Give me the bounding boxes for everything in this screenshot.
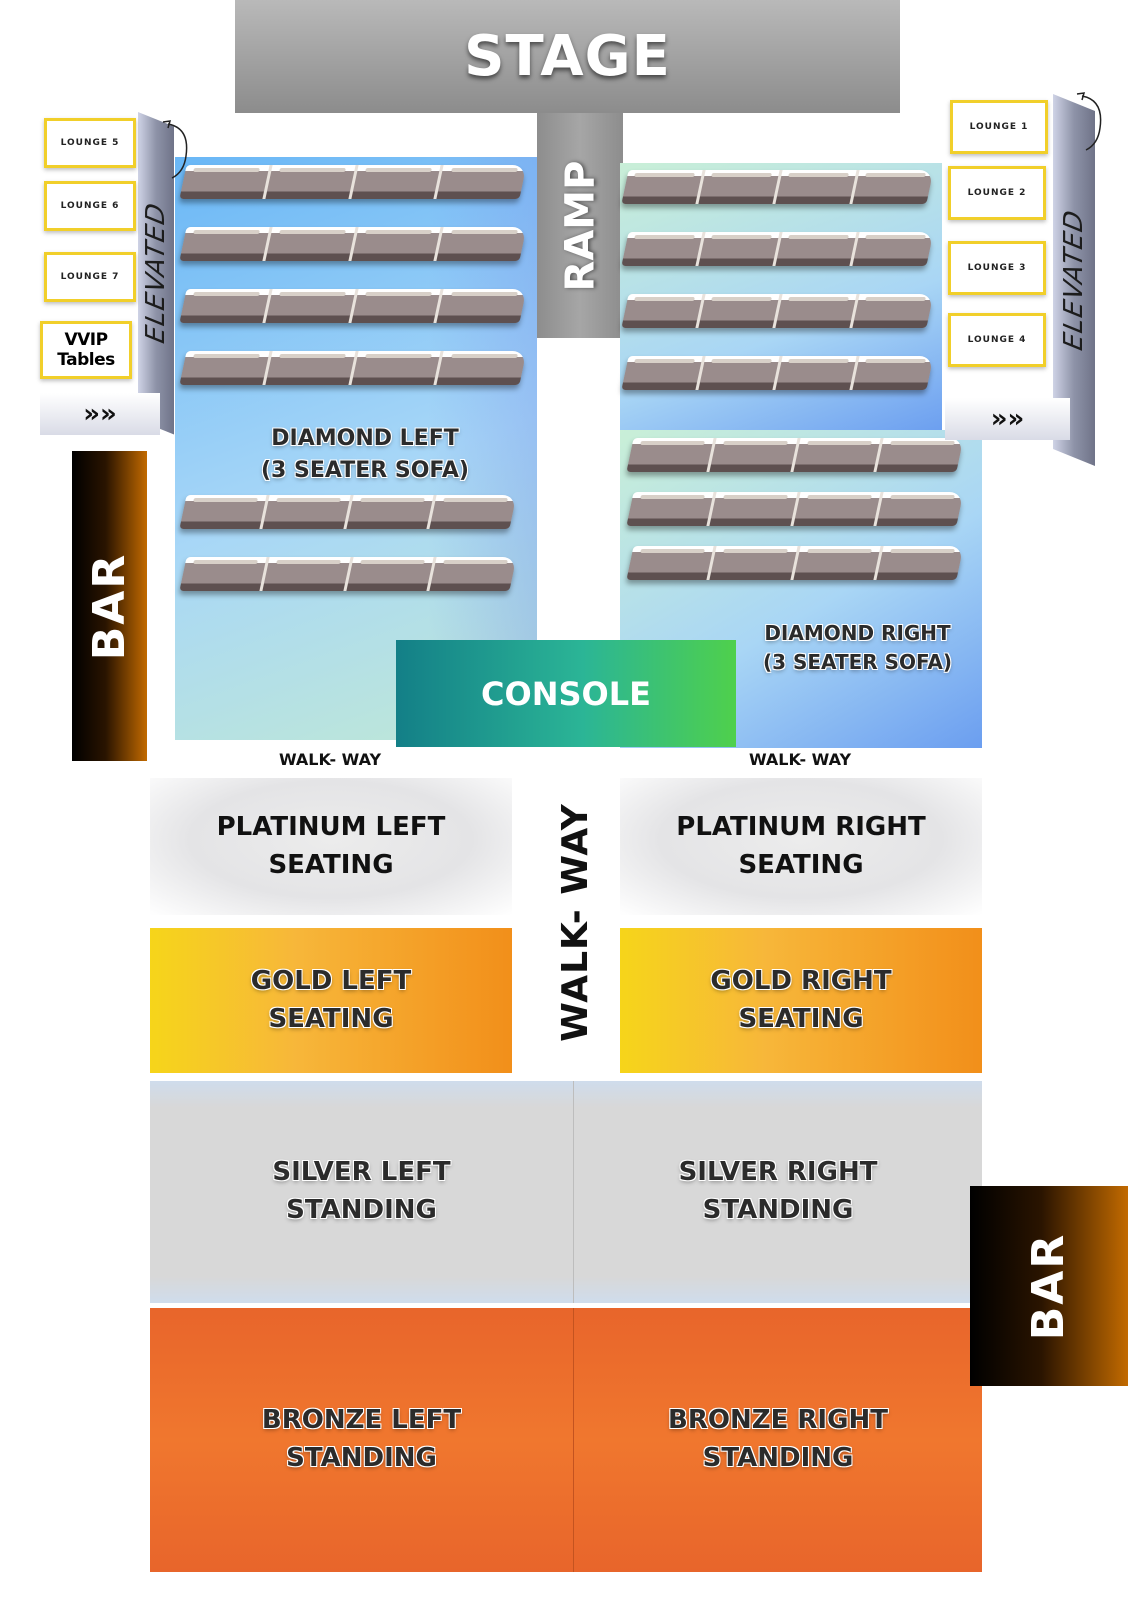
sofa-row — [621, 294, 934, 328]
sofa-row — [179, 165, 527, 199]
silver-right-label-line2: STANDING — [702, 1195, 854, 1225]
sofa-row — [626, 438, 964, 472]
diamond-right-sofa-rows-bottom — [626, 438, 964, 580]
walkway-center: WALK- WAY — [515, 775, 635, 1070]
sofa-row — [179, 289, 527, 323]
diamond-left-sofa-rows-top — [179, 165, 527, 385]
gold-right-label-line1: GOLD RIGHT — [710, 965, 892, 996]
gold-left-label-line1: GOLD LEFT — [250, 965, 412, 996]
bronze-left-zone[interactable]: BRONZE LEFT STANDING — [150, 1308, 574, 1572]
silver-left-label-line2: STANDING — [286, 1195, 437, 1225]
diamond-left-label-line2: (3 SEATER SOFA) — [261, 458, 469, 483]
console-label: CONSOLE — [481, 674, 651, 713]
lounge-1[interactable]: LOUNGE 1 — [950, 100, 1048, 154]
elevated-left-label: ELEVATED — [141, 197, 171, 350]
elevated-left-foot: »» — [40, 393, 160, 435]
platinum-left-label-line1: PLATINUM LEFT — [216, 811, 446, 842]
sofa-row — [179, 227, 527, 261]
gold-left-label-line2: SEATING — [268, 1003, 394, 1034]
lounge-4[interactable]: LOUNGE 4 — [948, 313, 1046, 367]
gold-right-zone[interactable]: GOLD RIGHT SEATING — [620, 928, 982, 1073]
platinum-right-label-line1: PLATINUM RIGHT — [676, 811, 926, 842]
ramp: RAMP — [537, 113, 623, 338]
diamond-right-sofa-rows-top — [621, 170, 934, 390]
sofa-row — [621, 356, 934, 390]
sofa-row — [179, 557, 517, 591]
sofa-row — [626, 546, 964, 580]
ramp-label: RAMP — [557, 160, 604, 291]
lounge-2[interactable]: LOUNGE 2 — [948, 166, 1046, 220]
silver-right-zone[interactable]: SILVER RIGHT STANDING — [574, 1081, 982, 1303]
bar-left[interactable]: BAR — [72, 451, 147, 761]
bar-right[interactable]: BAR — [970, 1186, 1128, 1386]
walkway-left-label: WALK- WAY — [230, 748, 430, 770]
vvip-tables-label: VVIP Tables — [57, 330, 115, 370]
platinum-left-label-line2: SEATING — [268, 849, 394, 880]
bronze-right-label-line1: BRONZE RIGHT — [668, 1405, 888, 1436]
platinum-left-zone[interactable]: PLATINUM LEFT SEATING — [150, 778, 512, 915]
lounge-3[interactable]: LOUNGE 3 — [948, 241, 1046, 295]
walkway-center-label: WALK- WAY — [554, 803, 596, 1042]
lounge-4-label: LOUNGE 4 — [967, 335, 1027, 345]
lounge-5-label: LOUNGE 5 — [60, 138, 120, 148]
sofa-row — [179, 351, 527, 385]
diamond-right-label-line1: DIAMOND RIGHT — [764, 620, 951, 645]
platinum-right-label-line2: SEATING — [738, 849, 864, 880]
lounge-3-label: LOUNGE 3 — [967, 263, 1027, 273]
lounge-7[interactable]: LOUNGE 7 — [44, 252, 136, 302]
bronze-left-label-line1: BRONZE LEFT — [261, 1405, 462, 1436]
gold-left-zone[interactable]: GOLD LEFT SEATING — [150, 928, 512, 1073]
lounge-6-label: LOUNGE 6 — [60, 201, 120, 211]
gold-right-label-line2: SEATING — [738, 1003, 864, 1034]
walkway-left-text: WALK- WAY — [278, 749, 382, 769]
diamond-left-label-line1: DIAMOND LEFT — [271, 426, 459, 452]
diamond-left-sofa-rows-bottom — [179, 495, 517, 591]
bronze-left-label-line2: STANDING — [286, 1443, 437, 1473]
lounge-6[interactable]: LOUNGE 6 — [44, 181, 136, 231]
silver-left-zone[interactable]: SILVER LEFT STANDING — [150, 1081, 574, 1303]
silver-right-label-line1: SILVER RIGHT — [678, 1157, 878, 1188]
vvip-tables[interactable]: VVIP Tables — [40, 321, 132, 379]
lounge-1-label: LOUNGE 1 — [969, 122, 1029, 132]
chevron-right-icon: »» — [83, 399, 117, 429]
walkway-right-text: WALK- WAY — [748, 749, 852, 769]
sofa-row — [626, 492, 964, 526]
diamond-right-label: DIAMOND RIGHT (3 SEATER SOFA) — [740, 615, 975, 680]
console: CONSOLE — [396, 640, 736, 747]
bar-right-label: BAR — [1023, 1232, 1075, 1340]
stage: STAGE — [235, 0, 900, 113]
lounge-5[interactable]: LOUNGE 5 — [44, 118, 136, 168]
elevated-right-foot: »» — [945, 398, 1070, 440]
sofa-row — [621, 170, 934, 204]
sofa-row — [179, 495, 517, 529]
sofa-row — [621, 232, 934, 266]
curved-arrow-icon — [162, 120, 188, 179]
bar-left-label: BAR — [84, 552, 136, 660]
lounge-2-label: LOUNGE 2 — [967, 188, 1027, 198]
curved-arrow-icon — [1076, 92, 1102, 151]
bronze-right-zone[interactable]: BRONZE RIGHT STANDING — [574, 1308, 982, 1572]
diamond-left-label: DIAMOND LEFT (3 SEATER SOFA) — [205, 420, 525, 490]
walkway-right-label: WALK- WAY — [700, 748, 900, 770]
silver-left-label-line1: SILVER LEFT — [272, 1157, 451, 1188]
diamond-right-label-line2: (3 SEATER SOFA) — [762, 649, 953, 674]
bronze-right-label-line2: STANDING — [702, 1443, 854, 1473]
platinum-right-zone[interactable]: PLATINUM RIGHT SEATING — [620, 778, 982, 915]
elevated-right-label: ELEVATED — [1059, 204, 1089, 356]
lounge-7-label: LOUNGE 7 — [60, 272, 120, 282]
stage-label: STAGE — [464, 24, 671, 89]
chevron-right-icon: »» — [990, 404, 1025, 434]
